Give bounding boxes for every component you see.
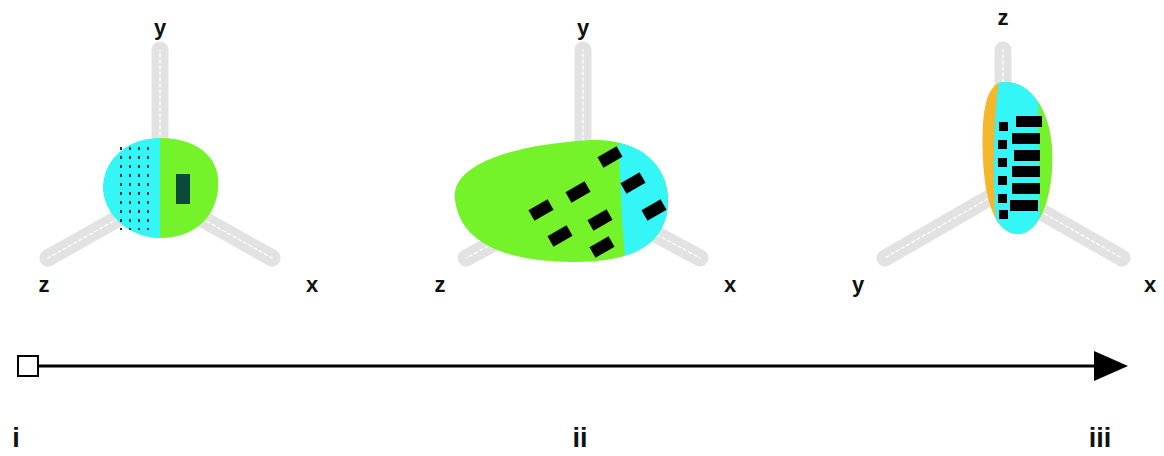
stage-numeral: i [12, 425, 20, 452]
shape-three [975, 75, 1065, 245]
axis-label: y [577, 17, 589, 39]
axis-label: x [306, 274, 318, 296]
timeline-arrow [18, 351, 1128, 381]
axis-label: y [154, 17, 166, 39]
stage-numeral: ii [572, 425, 587, 452]
shape-one [103, 138, 218, 238]
axis-label: y [852, 274, 864, 296]
axis-label: z [998, 7, 1009, 29]
stage-numeral: iii [1089, 425, 1112, 452]
shape-two [440, 130, 680, 270]
axis-label: x [724, 274, 736, 296]
axis-label: z [39, 274, 50, 296]
axis-label: x [1144, 274, 1156, 296]
axis-label: z [435, 274, 446, 296]
